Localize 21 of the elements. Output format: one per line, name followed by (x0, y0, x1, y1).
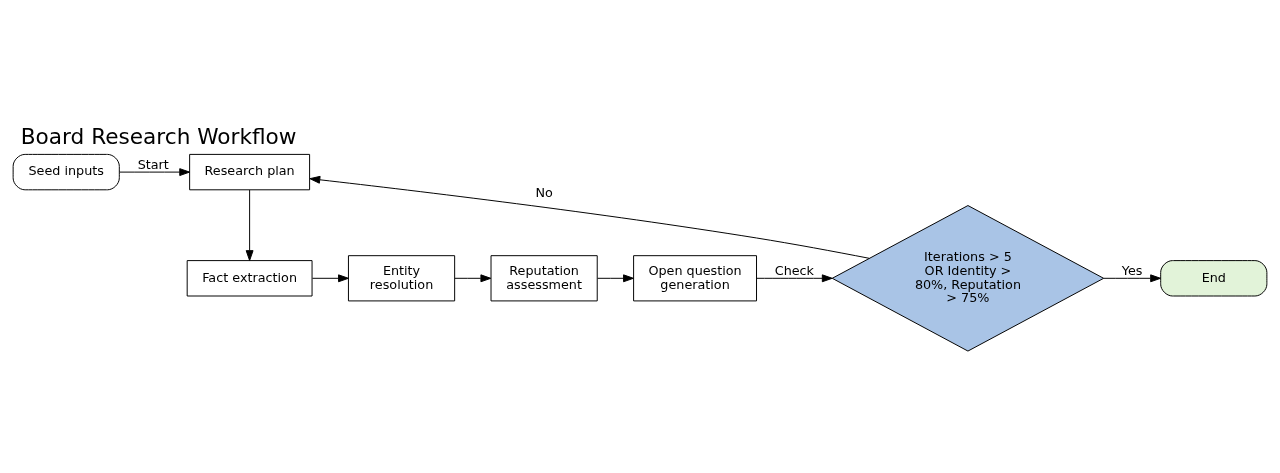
node-box: Entity resolution (347, 254, 456, 301)
node-box: Open question generation (633, 254, 757, 301)
edge-label: No (535, 184, 553, 200)
arrow (454, 273, 492, 282)
node-box: Seed inputs (12, 153, 120, 190)
arrow (119, 167, 191, 176)
edge-label: Start (137, 156, 169, 172)
arrow (597, 273, 634, 282)
arrow (756, 273, 833, 282)
edge-label: Check (774, 262, 815, 278)
node-box: Reputation assessment (490, 254, 598, 301)
node-box: Research plan (189, 153, 311, 190)
node-diamond: Iterations > 5 OR Identity > 80%, Reputation > 75% (831, 204, 1105, 352)
node-box: End (1160, 259, 1268, 296)
arrow (311, 273, 349, 282)
arrow (1103, 273, 1161, 282)
arrow (309, 175, 870, 259)
node-box: Fact extraction (186, 259, 313, 296)
arrow (245, 189, 254, 261)
edge-label: Yes (1121, 262, 1143, 278)
diagram-title: Board Research Workflow (20, 123, 297, 149)
